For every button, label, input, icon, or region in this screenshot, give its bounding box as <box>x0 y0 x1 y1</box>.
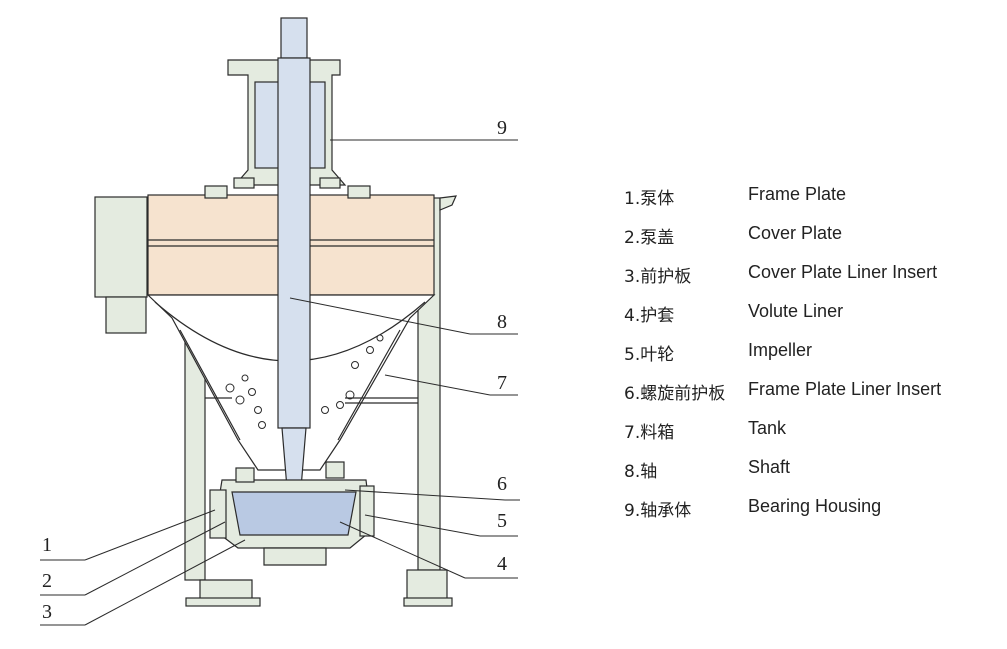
callout-5: 5 <box>497 510 507 532</box>
pump-casing <box>209 461 375 566</box>
callout-numbers: 9 8 7 6 5 4 1 2 3 <box>42 117 507 623</box>
legend-english-label: Frame Plate <box>748 184 847 204</box>
legend-english-label: Frame Plate Liner Insert <box>748 379 942 399</box>
shaft <box>277 17 311 501</box>
legend-row: 2.泵盖 Cover Plate <box>624 223 994 262</box>
legend-english-label: Tank <box>748 418 787 438</box>
legend-row: 7.料箱 Tank <box>624 418 994 457</box>
legend-row: 8.轴 Shaft <box>624 457 994 496</box>
legend-row: 9.轴承体 Bearing Housing <box>624 496 994 535</box>
legend-english-label: Cover Plate <box>748 223 843 243</box>
legend-chinese-label: 8.轴 <box>624 462 658 482</box>
callout-7: 7 <box>497 372 507 394</box>
callout-6: 6 <box>497 473 507 495</box>
legend-chinese-label: 9.轴承体 <box>624 501 692 521</box>
legend-row: 3.前护板 Cover Plate Liner Insert <box>624 262 994 301</box>
legend-chinese-label: 3.前护板 <box>624 267 692 287</box>
callout-2: 2 <box>42 570 52 592</box>
legend-row: 5.叶轮 Impeller <box>624 340 994 379</box>
callout-4: 4 <box>497 553 507 575</box>
callout-3: 3 <box>42 601 52 623</box>
legend-english-label: Volute Liner <box>748 301 844 321</box>
legend-chinese-label: 1.泵体 <box>624 189 675 209</box>
callout-8: 8 <box>497 311 507 333</box>
legend-row: 6.螺旋前护板 Frame Plate Liner Insert <box>624 379 994 418</box>
tank-side-pipe <box>205 397 418 404</box>
legend-chinese-label: 5.叶轮 <box>624 345 675 365</box>
legend-row: 1.泵体 Frame Plate <box>624 184 994 223</box>
legend-english-label: Cover Plate Liner Insert <box>748 262 938 282</box>
parts-legend: 1.泵体 Frame Plate 2.泵盖 Cover Plate 3.前护板 … <box>624 184 994 535</box>
legend-english-label: Shaft <box>748 457 791 477</box>
leader-lines <box>40 139 520 626</box>
legend-english-label: Bearing Housing <box>748 496 882 516</box>
legend-row: 4.护套 Volute Liner <box>624 301 994 340</box>
callout-1: 1 <box>42 534 52 556</box>
legend-chinese-label: 6.螺旋前护板 <box>624 384 726 404</box>
legend-chinese-label: 7.料箱 <box>624 423 675 443</box>
legend-english-label: Impeller <box>748 340 813 360</box>
callout-9: 9 <box>497 117 507 139</box>
legend-chinese-label: 2.泵盖 <box>624 228 675 248</box>
legend-chinese-label: 4.护套 <box>624 306 675 326</box>
